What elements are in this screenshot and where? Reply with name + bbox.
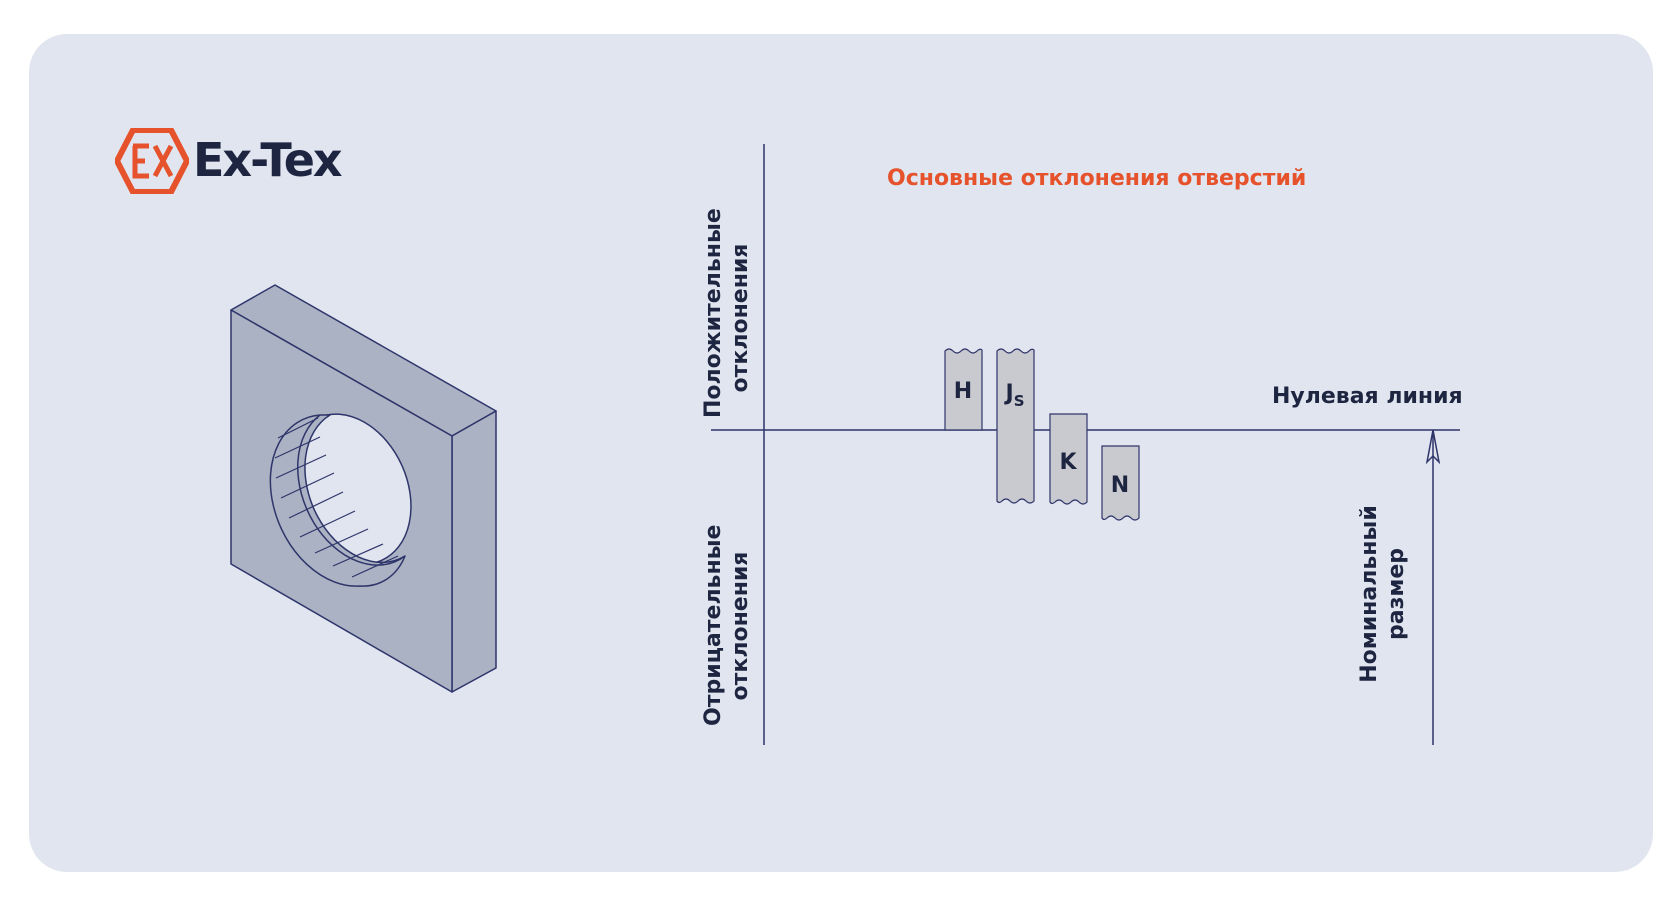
- bar-k: [1049, 413, 1088, 505]
- bar-js-label: JS: [1004, 381, 1025, 410]
- negative-label-line-2: отклонения: [728, 551, 753, 701]
- bar-n-label: N: [1111, 473, 1129, 498]
- plate-illustration: [230, 284, 497, 693]
- diagram-title: Основные отклонения отверстий: [887, 166, 1307, 191]
- hole-hatching: [274, 417, 399, 578]
- bar-h: [944, 348, 983, 431]
- bar-js-letter: J: [1004, 381, 1014, 406]
- negative-label-line-1: Отрицательные: [701, 524, 726, 726]
- nominal-label-line-2: размер: [1384, 547, 1409, 641]
- nominal-size-arrowhead: [1425, 429, 1441, 465]
- bar-k-label: K: [1059, 450, 1077, 475]
- bar-js: [996, 348, 1035, 504]
- negative-deviations-label: Отрицательные отклонения: [700, 524, 756, 726]
- zero-line-label: Нулевая линия: [1272, 384, 1463, 409]
- positive-deviations-label: Положительные отклонения: [700, 208, 756, 418]
- bar-h-label: H: [954, 379, 972, 404]
- bar-n: [1101, 445, 1140, 521]
- positive-label-line-1: Положительные: [701, 208, 726, 418]
- nominal-size-label: Номинальный размер: [1356, 504, 1412, 684]
- tolerance-bars: [944, 348, 1140, 521]
- nominal-label-line-1: Номинальный: [1357, 505, 1382, 683]
- positive-label-line-2: отклонения: [728, 243, 753, 393]
- plate-side-face: [451, 410, 497, 693]
- bar-js-subscript: S: [1014, 392, 1025, 410]
- ex-tex-logo-icon: [115, 128, 189, 194]
- brand-name: Ex-Tex: [193, 133, 343, 187]
